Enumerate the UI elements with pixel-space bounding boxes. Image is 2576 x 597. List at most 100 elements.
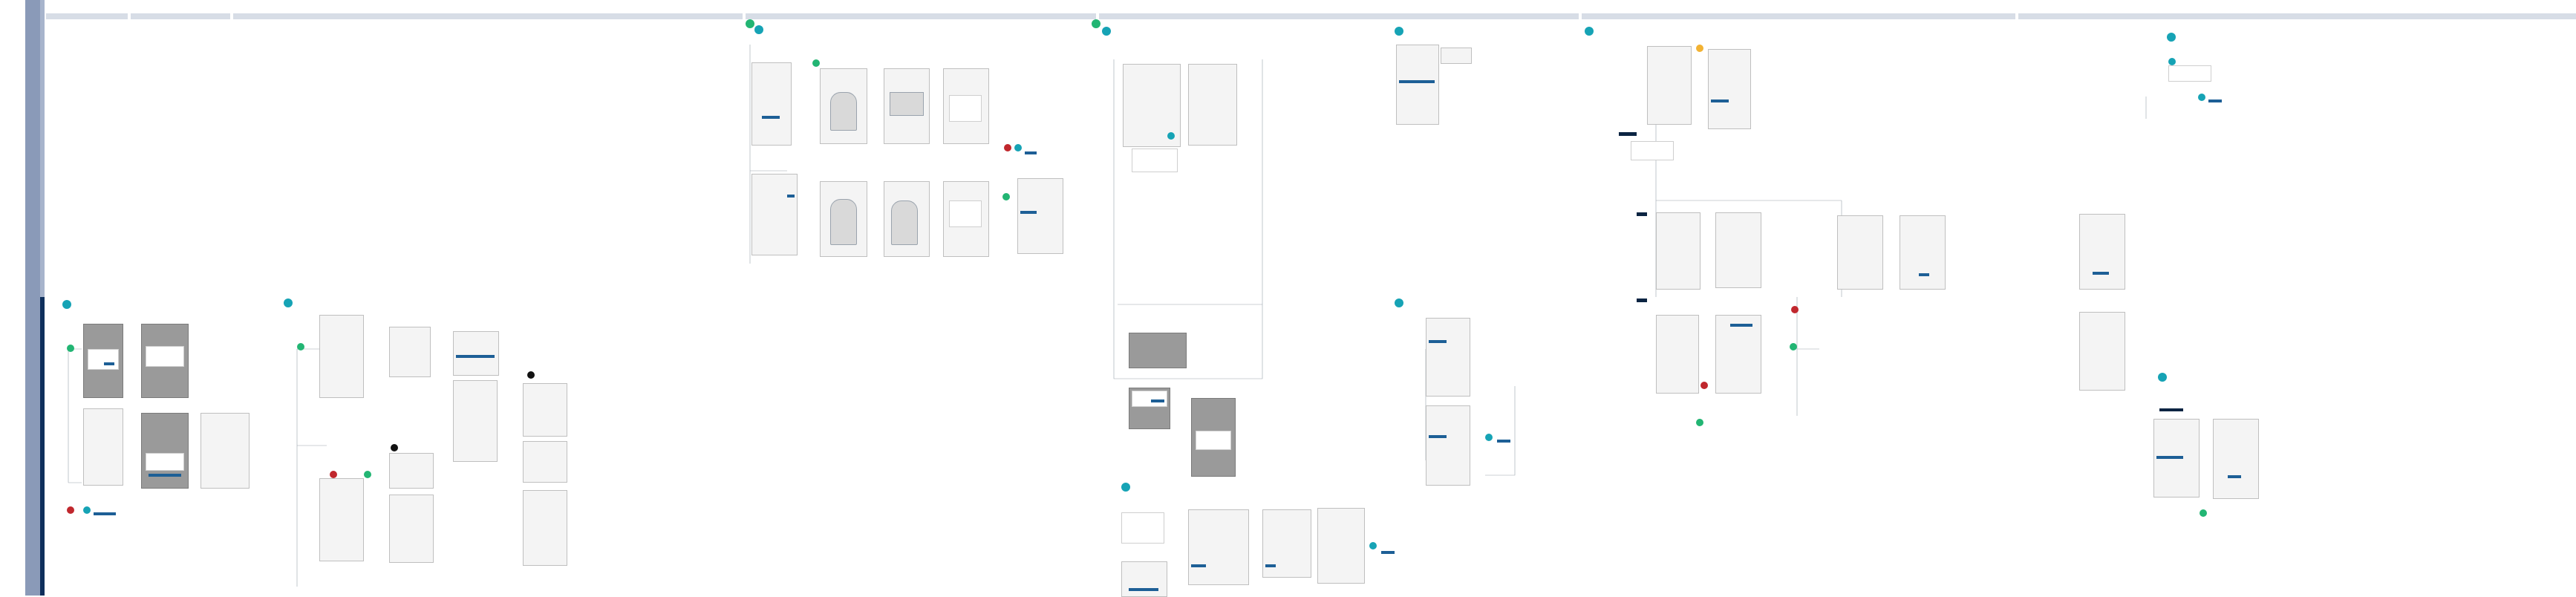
- section-7b-badge: [2158, 373, 2167, 382]
- section-3-badge-b: [754, 25, 763, 34]
- primary-bar-3a[interactable]: [762, 116, 780, 119]
- primary-bar-6b[interactable]: [1711, 100, 1729, 102]
- primary-bar-2f[interactable]: [456, 355, 495, 358]
- phone-screen-2d: [389, 453, 434, 489]
- info-badge-1: [83, 506, 91, 514]
- section-6-badge: [1585, 27, 1594, 36]
- dialog-button-4d[interactable]: [1151, 399, 1164, 402]
- phone-screen-6h: [1715, 315, 1761, 394]
- primary-bar-7c[interactable]: [2156, 456, 2183, 459]
- section-4b-badge: [1121, 483, 1130, 492]
- phone-screen-3b: [751, 174, 798, 255]
- header-seg-5: [1099, 13, 1579, 19]
- portrait-placeholder-3d: [830, 199, 857, 245]
- success-badge-2: [297, 343, 304, 350]
- header-seg-2: [131, 13, 230, 19]
- dialog-button-1d[interactable]: [149, 474, 181, 477]
- primary-bar-4f[interactable]: [1191, 564, 1206, 567]
- phone-screen-2j: [523, 490, 567, 566]
- phone-screen-6c: [1656, 212, 1701, 290]
- primary-bar-6f[interactable]: [1919, 273, 1929, 276]
- info-badge-5: [1485, 434, 1493, 441]
- phone-screen-5a: [1396, 45, 1439, 125]
- dark-badge-2: [391, 444, 398, 451]
- phone-screen-4b: [1188, 64, 1237, 146]
- note-card-6: [1631, 141, 1674, 160]
- portrait-placeholder-3a: [830, 92, 857, 131]
- phone-screen-2f: [453, 331, 499, 376]
- primary-bar-3b[interactable]: [787, 195, 795, 198]
- phone-screen-4h: [1317, 508, 1365, 584]
- primary-tag-7: [2208, 100, 2222, 102]
- header-seg-3: [233, 13, 743, 19]
- sidebar-dark: [40, 297, 45, 596]
- success-badge-7: [2200, 509, 2207, 517]
- primary-bar-3g[interactable]: [1020, 211, 1037, 214]
- note-card-4: [1132, 149, 1178, 172]
- primary-bar-4i[interactable]: [1129, 588, 1158, 591]
- phone-screen-6d: [1715, 212, 1761, 288]
- sidebar-light-inner: [40, 0, 45, 297]
- phone-screen-2c: [389, 327, 431, 377]
- success-badge-6: [1790, 343, 1797, 350]
- success-badge-3: [812, 59, 820, 67]
- phone-screen-4f: [1188, 509, 1249, 585]
- warning-badge-6: [1696, 45, 1703, 52]
- success-badge-2b: [364, 471, 371, 478]
- phone-screen-1d: [141, 413, 189, 489]
- info-badge-4b: [1369, 542, 1377, 549]
- phone-screen-2g: [453, 380, 498, 462]
- phone-screen-6g: [1656, 315, 1699, 394]
- error-badge-1: [67, 506, 74, 514]
- phone-screen-5d: [1426, 405, 1470, 486]
- phone-screen-5c: [1426, 318, 1470, 397]
- primary-bar-5d[interactable]: [1429, 435, 1447, 438]
- error-badge-6b: [1701, 382, 1708, 389]
- dark-tag-6b: [1637, 212, 1647, 216]
- primary-bar-5c[interactable]: [1429, 340, 1447, 343]
- note-card-7: [2168, 65, 2211, 82]
- phone-screen-2h: [523, 383, 567, 437]
- primary-tag-3: [1025, 151, 1037, 154]
- section-4-badge: [1092, 19, 1100, 28]
- primary-tag-4b: [1381, 551, 1395, 554]
- phone-screen-7a: [2079, 214, 2125, 290]
- primary-bar-5a[interactable]: [1399, 80, 1435, 83]
- dark-tag-6c: [1637, 298, 1647, 302]
- dialog-4d: [1132, 391, 1167, 407]
- phone-screen-4i: [1121, 561, 1167, 597]
- error-badge-3: [1004, 144, 1011, 151]
- primary-bar-7a[interactable]: [2093, 272, 2109, 275]
- dialog-4e: [1196, 431, 1231, 450]
- phone-screen-4c: [1129, 333, 1187, 368]
- phone-screen-6a: [1647, 46, 1692, 125]
- photo-frame-3c: [949, 95, 982, 122]
- error-badge-2: [330, 471, 337, 478]
- success-badge-6b: [1696, 419, 1703, 426]
- primary-bar-7d[interactable]: [2228, 475, 2241, 478]
- phone-screen-4g: [1262, 509, 1311, 578]
- list-card-4a: [1121, 512, 1164, 544]
- phone-screen-2b: [319, 478, 364, 561]
- dialog-button-1a[interactable]: [104, 362, 114, 365]
- phone-screen-2e: [389, 495, 434, 563]
- phone-screen-3g: [1017, 178, 1063, 254]
- dark-badge-2b: [527, 371, 535, 379]
- section-4-badge-b: [1102, 27, 1111, 36]
- section-2-badge: [284, 298, 293, 307]
- sidebar-light: [25, 0, 40, 596]
- primary-tag-1: [94, 512, 116, 515]
- section-3-badge: [746, 19, 754, 28]
- error-badge-6: [1791, 306, 1799, 313]
- info-badge-7b: [2198, 94, 2205, 101]
- primary-bar-4g[interactable]: [1265, 564, 1276, 567]
- section-5b-badge: [1395, 298, 1403, 307]
- header-seg-6: [1582, 13, 2015, 19]
- primary-bar-6h[interactable]: [1730, 324, 1752, 327]
- section-5-badge: [1395, 27, 1403, 36]
- portrait-placeholder-3e: [891, 200, 918, 245]
- phone-screen-1c: [83, 408, 123, 486]
- phone-screen-2i: [523, 441, 567, 483]
- info-badge-7a: [2168, 58, 2176, 65]
